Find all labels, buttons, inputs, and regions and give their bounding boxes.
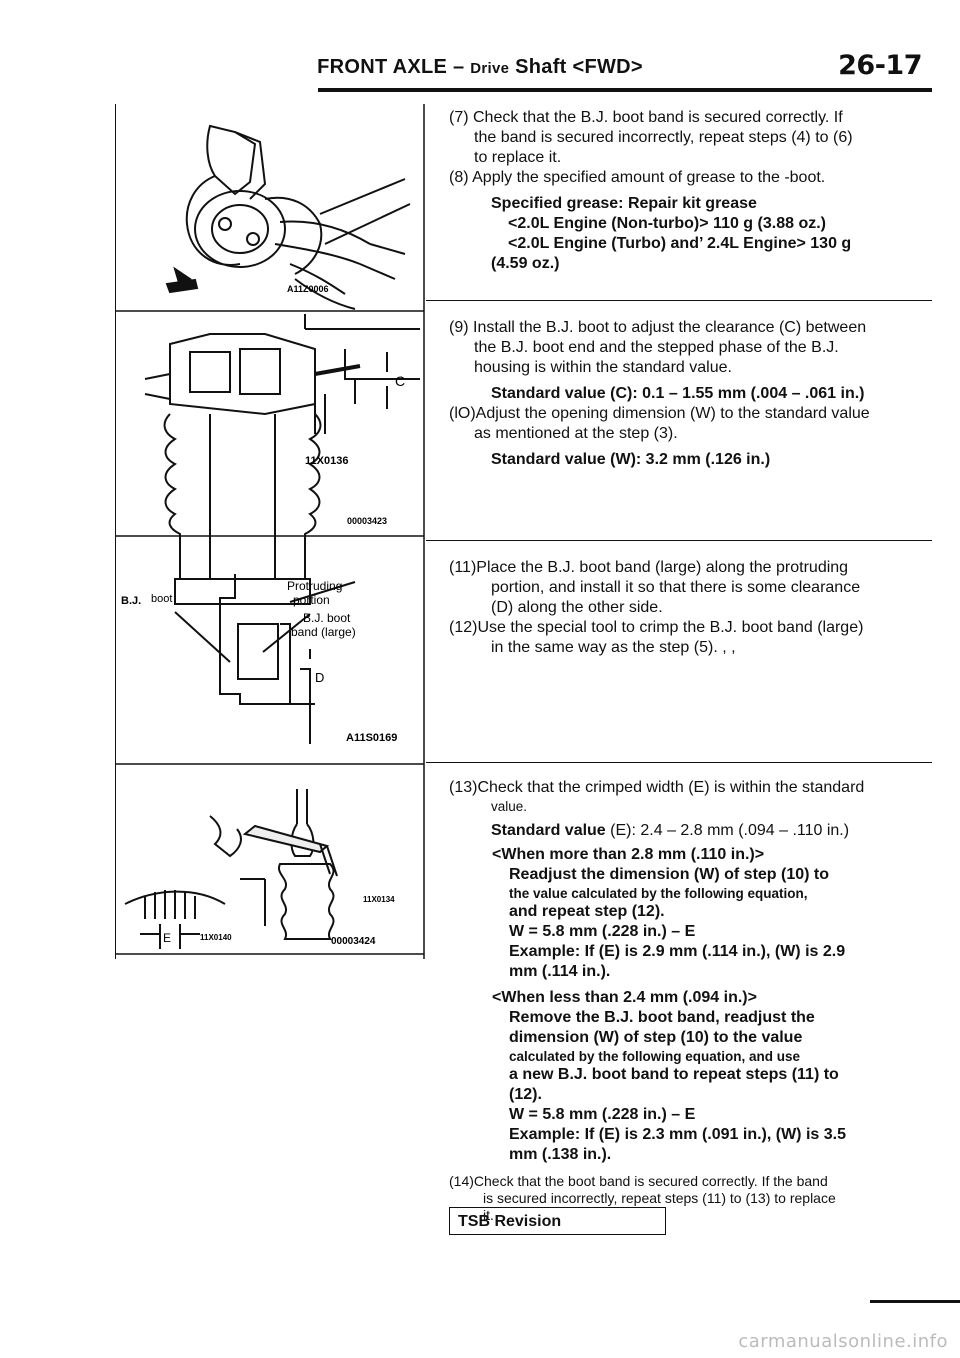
- section-steps-9-10: (9) Install the B.J. boot to adjust the …: [449, 318, 927, 470]
- step-14: (14)Check that the boot band is secured …: [449, 1173, 927, 1224]
- when-less-line-8: mm (.138 in.).: [509, 1146, 612, 1163]
- when-more-head: <When more than 2.8 mm (.110 in.)>: [492, 846, 765, 863]
- step-8-spec-line-2: <2.0L Engine (Turbo) and’ 2.4L Engine> 1…: [508, 235, 852, 252]
- step-14-line-1: (14)Check that the boot band is secured …: [449, 1173, 828, 1189]
- page-number: 26-17: [838, 50, 922, 81]
- step-11-line-3: (D) along the other side.: [491, 599, 663, 616]
- step-10-line-2: as mentioned at the step (3).: [474, 425, 678, 442]
- fig2-label-c: C: [395, 373, 405, 389]
- when-more-block: <When more than 2.8 mm (.110 in.)> Readj…: [449, 845, 927, 982]
- step-8-spec-line-3: (4.59 oz.): [491, 255, 560, 272]
- when-less-line-3: calculated by the following equation, an…: [509, 1049, 801, 1064]
- separator-3: [426, 762, 932, 763]
- fig3-bj: B.J.: [121, 595, 141, 607]
- fig3-code: A11S0169: [346, 732, 397, 744]
- title-main: FRONT AXLE –: [317, 56, 465, 78]
- step-8-spec: Specified grease: Repair kit grease: [491, 195, 757, 212]
- fig2-code-a: 11X0136: [305, 455, 348, 467]
- step-13-standard-label: Standard value: [491, 822, 606, 839]
- separator-1: [426, 300, 932, 301]
- step-10-standard: Standard value (W): 3.2 mm (.126 in.): [491, 451, 771, 468]
- step-13-standard: Standard value (E): 2.4 – 2.8 mm (.094 –…: [449, 821, 927, 841]
- figure-4-crimp-width-e: [124, 789, 338, 949]
- step-14-line-3: it.: [483, 1207, 494, 1223]
- step-9-line-1: (9) Install the B.J. boot to adjust the …: [449, 319, 867, 336]
- step-13-standard-value: (E): 2.4 – 2.8 mm (.094 – .110 in.): [610, 822, 850, 839]
- when-more-line-4: W = 5.8 mm (.228 in.) – E: [509, 923, 696, 940]
- fig2-code-b: 00003423: [347, 516, 387, 526]
- fig3-band: band (large): [291, 625, 356, 639]
- step-9-line-2: the B.J. boot end and the stepped phase …: [474, 339, 839, 356]
- step-13-line-1: (13)Check that the crimped width (E) is …: [449, 779, 865, 796]
- step-7-line-1: (7) Check that the B.J. boot band is sec…: [449, 109, 843, 126]
- section-steps-13-14: (13)Check that the crimped width (E) is …: [449, 778, 927, 1224]
- when-less-line-5: (12).: [509, 1086, 542, 1103]
- when-less-head: <When less than 2.4 mm (.094 in.)>: [492, 989, 757, 1006]
- figure-3-clearance-d: [174, 574, 356, 744]
- when-less-line-4: a new B.J. boot band to repeat steps (11…: [509, 1066, 839, 1083]
- step-10-line-1: (lO)Adjust the opening dimension (W) to …: [449, 405, 870, 422]
- when-more-line-2: the value calculated by the following eq…: [509, 886, 808, 901]
- fig3-protruding: Protruding: [287, 579, 342, 593]
- step-11-line-2: portion, and install it so that there is…: [491, 579, 861, 596]
- section-steps-11-12: (11)Place the B.J. boot band (large) alo…: [449, 558, 927, 658]
- fig1-code: A11Z0006: [287, 284, 329, 294]
- step-7-line-3: to replace it.: [474, 149, 562, 166]
- when-more-line-1: Readjust the dimension (W) of step (10) …: [509, 866, 830, 883]
- fig3-portion: portion: [293, 593, 330, 607]
- fig4-code-b: 11X0140: [200, 933, 232, 942]
- fig3-boot: boot: [151, 593, 172, 605]
- fig4-code-a: 11X0134: [363, 895, 395, 904]
- title-drive: Drive: [470, 60, 510, 77]
- when-less-line-6: W = 5.8 mm (.228 in.) – E: [509, 1106, 696, 1123]
- section-steps-7-8: (7) Check that the B.J. boot band is sec…: [449, 108, 927, 274]
- when-more-line-3: and repeat step (12).: [509, 903, 665, 920]
- fig3-bjboot: B.J. boot: [303, 611, 351, 625]
- step-11-line-1: (11)Place the B.J. boot band (large) alo…: [449, 559, 849, 576]
- step-9-standard: Standard value (C): 0.1 – 1.55 mm (.004 …: [491, 385, 865, 402]
- title-shaft: Shaft <FWD>: [515, 56, 643, 78]
- when-less-block: <When less than 2.4 mm (.094 in.)> Remov…: [449, 988, 927, 1165]
- step-14-line-2: is secured incorrectly, repeat steps (11…: [483, 1190, 836, 1206]
- page-title: FRONT AXLE – Drive Shaft <FWD>: [0, 56, 960, 79]
- fig4-code-c: 00003424: [331, 936, 376, 947]
- footer-rule: [870, 1300, 960, 1303]
- figure-illustrations: A11Z0006 C 11X0136 00003423: [115, 104, 425, 959]
- header-rule: [318, 88, 932, 92]
- watermark: carmanualsonline.info: [738, 1331, 948, 1352]
- step-12-line-2: in the same way as the step (5). , ,: [491, 639, 736, 656]
- step-13-line-2: value.: [491, 799, 528, 814]
- figure-2-clearance-c: [144, 314, 420, 605]
- when-less-line-7: Example: If (E) is 2.3 mm (.091 in.), (W…: [509, 1126, 846, 1143]
- when-less-line-2: dimension (W) of step (10) to the value: [509, 1029, 803, 1046]
- when-more-line-5: Example: If (E) is 2.9 mm (.114 in.), (W…: [509, 943, 846, 960]
- fig3-d: D: [315, 670, 324, 685]
- figure-column: A11Z0006 C 11X0136 00003423: [115, 104, 425, 959]
- step-12-line-1: (12)Use the special tool to crimp the B.…: [449, 619, 864, 636]
- figure-1-boot-grease: [165, 124, 411, 310]
- separator-2: [426, 540, 932, 541]
- when-less-line-1: Remove the B.J. boot band, readjust the: [509, 1009, 815, 1026]
- step-9-line-3: housing is within the standard value.: [474, 359, 732, 376]
- fig4-e: E: [163, 931, 171, 945]
- step-7-line-2: the band is secured incorrectly, repeat …: [474, 129, 853, 146]
- tsb-revision-box: TSB Revision: [449, 1207, 666, 1235]
- when-more-line-6: mm (.114 in.).: [509, 963, 611, 980]
- step-8-spec-line-1: <2.0L Engine (Non-turbo)> 110 g (3.88 oz…: [508, 215, 826, 232]
- step-8: (8) Apply the specified amount of grease…: [449, 169, 826, 186]
